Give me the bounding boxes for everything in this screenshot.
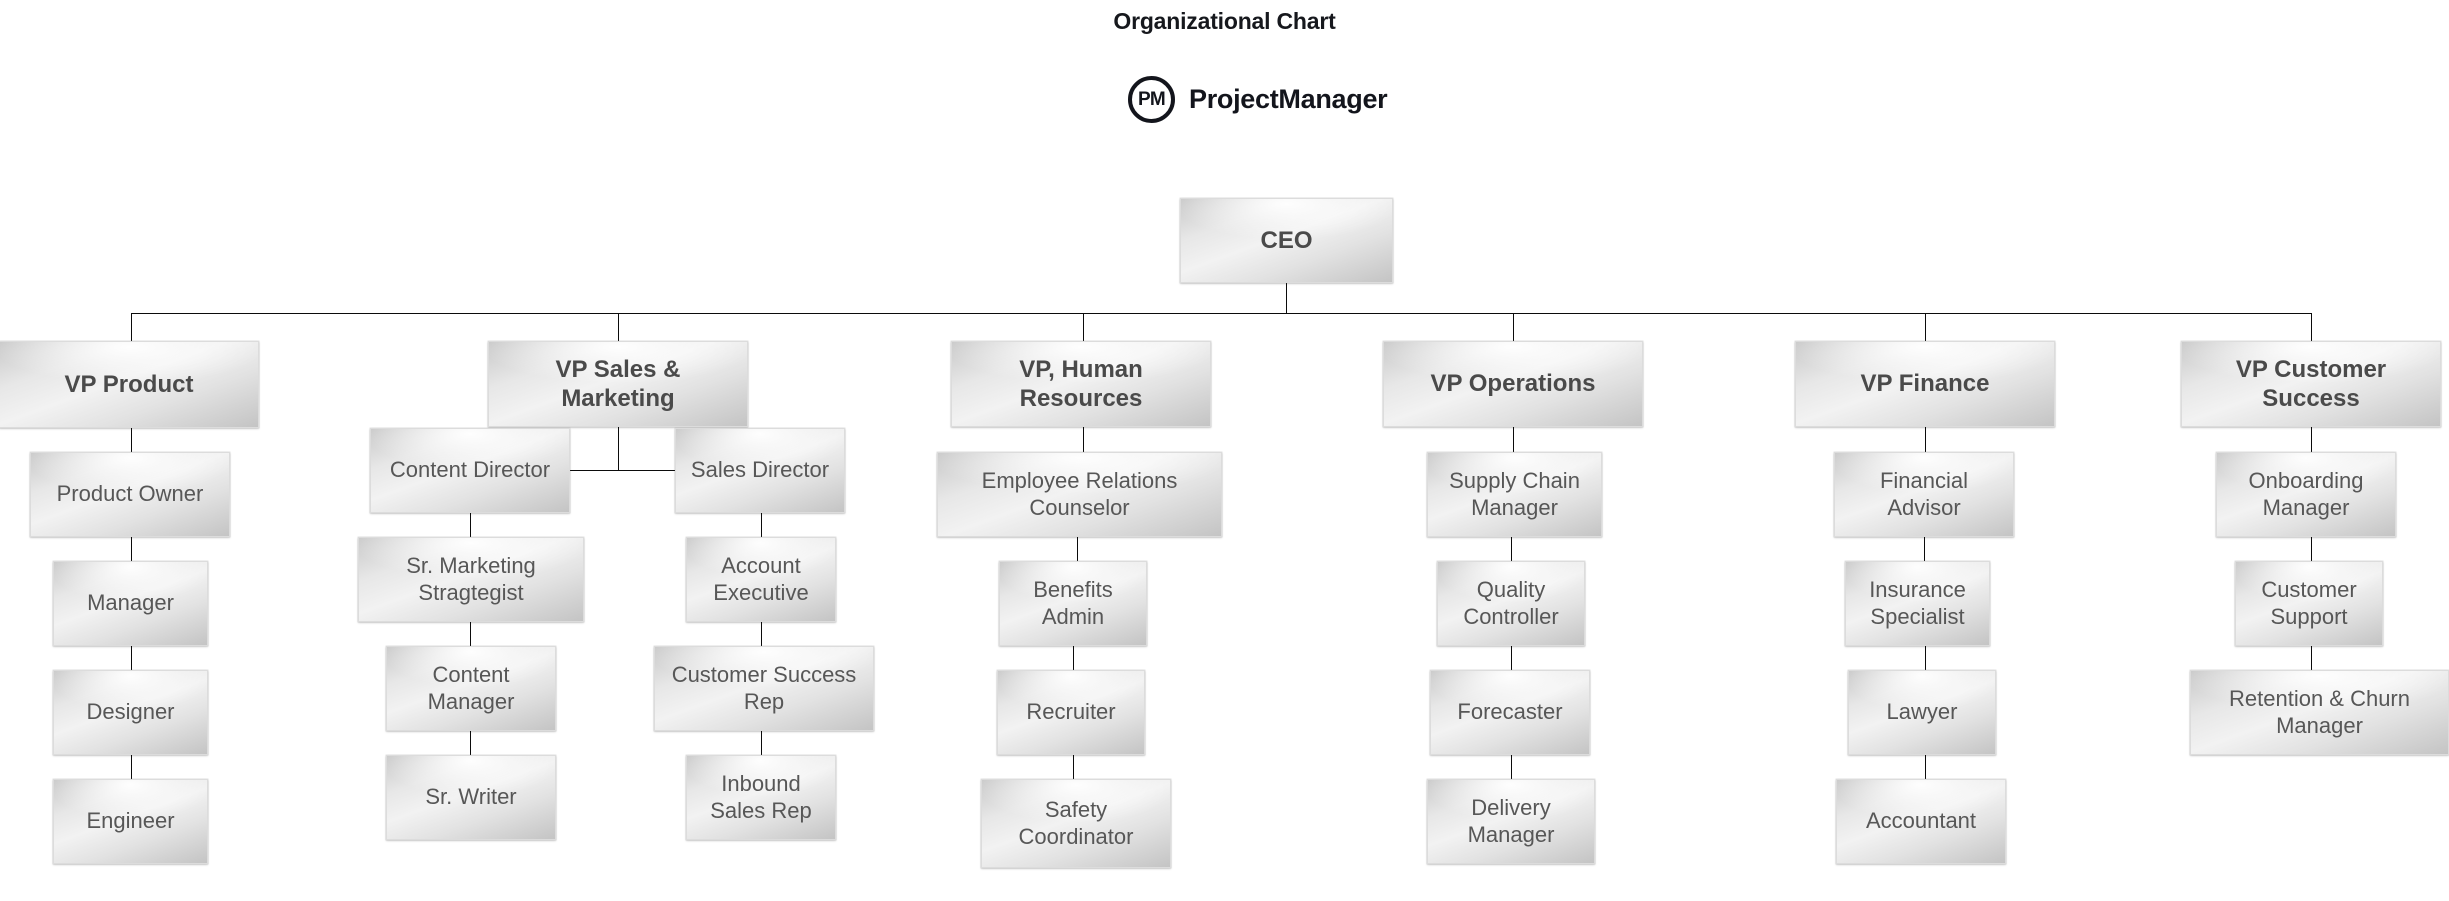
node-inbound-sales-rep[interactable]: Inbound Sales Rep xyxy=(686,755,836,840)
connector-bus-to-vp-sales xyxy=(618,313,619,341)
node-recruiter[interactable]: Recruiter xyxy=(997,670,1145,755)
node-lawyer[interactable]: Lawyer xyxy=(1848,670,1996,755)
projectmanager-logo-icon: PM xyxy=(1128,76,1175,123)
connector-vp-sales-down xyxy=(618,427,619,471)
connector-bus-top xyxy=(131,313,2311,314)
node-accountant[interactable]: Accountant xyxy=(1836,779,2006,864)
node-vp-sales-marketing[interactable]: VP Sales & Marketing xyxy=(488,341,748,427)
node-onboarding-manager[interactable]: Onboarding Manager xyxy=(2216,452,2396,537)
connector-bus-to-vp-product xyxy=(131,313,132,341)
connector-manager-to-designer xyxy=(131,646,132,670)
node-sr-writer[interactable]: Sr. Writer xyxy=(386,755,556,840)
node-ceo[interactable]: CEO xyxy=(1180,198,1393,283)
connector-bus-to-vp-hr xyxy=(1083,313,1084,341)
connector-ceo-down xyxy=(1286,283,1287,314)
node-customer-support[interactable]: Customer Support xyxy=(2235,561,2383,646)
node-safety-coordinator[interactable]: Safety Coordinator xyxy=(981,779,1171,868)
brand-lockup: PM ProjectManager xyxy=(1128,76,1388,123)
node-vp-product[interactable]: VP Product xyxy=(0,341,259,428)
node-manager[interactable]: Manager xyxy=(53,561,208,646)
node-customer-success-rep[interactable]: Customer Success Rep xyxy=(654,646,874,731)
connector-onboarding-manager-to-customer-support xyxy=(2311,537,2312,561)
node-forecaster[interactable]: Forecaster xyxy=(1430,670,1590,755)
connector-recruiter-to-safety-coordinator xyxy=(1073,755,1074,779)
connector-supply-chain-to-quality-controller xyxy=(1511,537,1512,561)
node-content-manager[interactable]: Content Manager xyxy=(386,646,556,731)
node-content-director[interactable]: Content Director xyxy=(370,428,570,513)
connector-designer-to-engineer xyxy=(131,755,132,779)
connector-vp-ops-to-supply-chain xyxy=(1513,427,1514,452)
connector-sales-director-to-account-exec xyxy=(761,513,762,537)
node-delivery-manager[interactable]: Delivery Manager xyxy=(1427,779,1595,864)
connector-quality-controller-to-forecaster xyxy=(1511,646,1512,670)
node-product-owner[interactable]: Product Owner xyxy=(30,452,230,537)
node-designer[interactable]: Designer xyxy=(53,670,208,755)
connector-account-exec-to-customer-success-rep xyxy=(761,622,762,646)
connector-lawyer-to-accountant xyxy=(1925,755,1926,779)
node-vp-customer-success[interactable]: VP Customer Success xyxy=(2181,341,2441,427)
node-retention-churn-manager[interactable]: Retention & Churn Manager xyxy=(2190,670,2449,755)
connector-customer-success-rep-to-inbound-sales-rep xyxy=(761,731,762,755)
connector-vp-product-to-product-owner xyxy=(131,428,132,452)
node-quality-controller[interactable]: Quality Controller xyxy=(1437,561,1585,646)
node-financial-advisor[interactable]: Financial Advisor xyxy=(1834,452,2014,537)
connector-vp-finance-to-financial-advisor xyxy=(1925,427,1926,452)
brand-name: ProjectManager xyxy=(1189,84,1388,114)
node-vp-finance[interactable]: VP Finance xyxy=(1795,341,2055,427)
node-employee-relations-counselor[interactable]: Employee Relations Counselor xyxy=(937,452,1222,537)
connector-content-director-to-sr-marketing xyxy=(470,513,471,537)
node-insurance-specialist[interactable]: Insurance Specialist xyxy=(1845,561,1990,646)
connector-bus-to-vp-cs xyxy=(2311,313,2312,341)
node-account-executive[interactable]: Account Executive xyxy=(686,537,836,622)
node-sales-director[interactable]: Sales Director xyxy=(675,428,845,513)
connector-bus-to-vp-ops xyxy=(1513,313,1514,341)
node-vp-human-resources[interactable]: VP, Human Resources xyxy=(951,341,1211,427)
connector-content-manager-to-sr-writer xyxy=(470,731,471,755)
connector-forecaster-to-delivery-manager xyxy=(1511,755,1512,779)
connector-sr-marketing-to-content-manager xyxy=(470,622,471,646)
connector-insurance-specialist-to-lawyer xyxy=(1925,646,1926,670)
node-vp-operations[interactable]: VP Operations xyxy=(1383,341,1643,427)
node-supply-chain-manager[interactable]: Supply Chain Manager xyxy=(1427,452,1602,537)
node-engineer[interactable]: Engineer xyxy=(53,779,208,864)
node-benefits-admin[interactable]: Benefits Admin xyxy=(999,561,1147,646)
connector-employee-relations-to-benefits-admin xyxy=(1077,537,1078,561)
connector-benefits-admin-to-recruiter xyxy=(1073,646,1074,670)
connector-customer-support-to-retention-churn xyxy=(2311,646,2312,670)
connector-product-owner-to-manager xyxy=(131,537,132,561)
connector-vp-cs-to-onboarding-manager xyxy=(2311,427,2312,452)
connector-financial-advisor-to-insurance-specialist xyxy=(1924,537,1925,561)
node-sr-marketing-stragtegist[interactable]: Sr. Marketing Stragtegist xyxy=(358,537,584,622)
page-title: Organizational Chart xyxy=(1113,8,1336,34)
connector-bus-to-vp-finance xyxy=(1925,313,1926,341)
connector-vp-sales-branch-bar xyxy=(468,470,775,471)
connector-vp-hr-to-employee-relations xyxy=(1083,427,1084,452)
